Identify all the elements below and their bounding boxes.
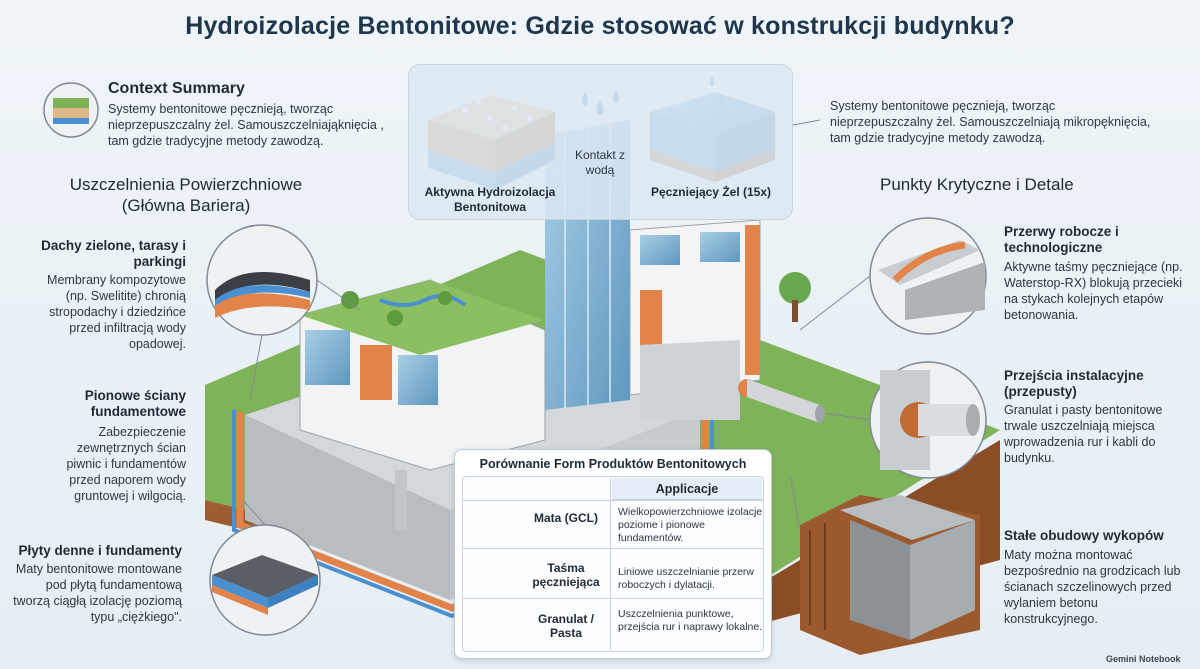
active-waterproofing-label: Aktywna Hydroizolacja Bentonitowa [424,185,556,214]
context-text-right: Systemy bentonitowe pęcznieją, tworząc n… [830,99,1151,145]
item-penetrations-text: Granulat i pasty bentonitowe trwale uszc… [1004,403,1163,465]
comparison-row-divider [462,548,764,549]
table-row-desc: Wielkopowierzchniowe izolacje poziome i … [618,506,763,545]
item-shoring-heading: Stałe obudowy wykopów [1004,528,1164,543]
item-foundation-walls-text: Zabezpieczenie zewnętrznych ścian piwnic… [66,425,186,503]
comparison-column-header: Applicacje [655,482,719,496]
item-shoring-text: Maty można montować bezpośrednio na grod… [1004,548,1181,626]
detail-circle-roof [206,224,361,336]
section-critical-points: Punkty Krytyczne i Detale [880,175,1074,194]
context-heading: Context Summary [108,80,245,97]
item-work-joints-text: Aktywne taśmy pęczniejące (np. Waterstop… [1004,260,1183,322]
section-surface-seals: Uszczelnienia Powierzchniowe (Główna Bar… [69,175,303,216]
table-row-name: Mata (GCL) [534,511,598,525]
left-building [299,279,546,530]
table-row-name: Granulat / Pasta [537,612,594,641]
comparison-row-divider [462,598,764,599]
swelling-process-panel [408,64,793,220]
comparison-row-divider [462,500,764,501]
detail-circle-penetration [804,361,987,479]
item-base-slabs-text: Maty bentonitowe montowane pod płytą fun… [13,562,182,624]
item-foundation-walls-heading: Pionowe ściany fundamentowe [84,388,186,420]
page-title: Hydroizolacje Bentonitowe: Gdzie stosowa… [185,12,1015,40]
swelling-gel-label: Pęczniejący Żel (15x) [650,185,772,199]
connector-lines [242,119,821,526]
comparison-table [462,476,764,652]
table-row-desc: Liniowe uszczelnianie przerw roboczych i… [618,566,754,592]
sheet-pile-illustration [789,474,980,655]
item-penetrations-heading: Przejścia instalacyjne (przepusty) [1004,368,1144,400]
context-icon-slot [44,83,98,137]
table-row-desc: Uszczelnienia punktowe, przejścia rur i … [618,608,763,634]
detail-circle-slab [209,524,321,636]
context-summary-icon [43,82,99,138]
table-row-name: Taśma pęczniejąca [532,561,600,590]
item-green-roofs-text: Membrany kompozytowe (np. Swelitite) chr… [47,273,186,351]
context-text: Systemy bentonitowe pęcznieją, tworząc n… [108,102,384,148]
item-green-roofs-heading: Dachy zielone, tarasy i parkingi [41,238,186,270]
comparison-title: Porównanie Form Produktów Bentonitowych [479,457,747,471]
comparison-column-header-bg [612,478,762,500]
footer-logo: Gemini Notebook [1106,654,1181,664]
item-base-slabs-heading: Płyty denne i fundamenty [18,543,182,558]
water-contact-label: Kontakt z wodą [574,148,626,177]
pipe-illustration [738,379,825,423]
detail-circle-joint [799,217,987,335]
comparison-divider [610,478,611,650]
right-building [629,219,811,420]
item-work-joints-heading: Przerwy robocze i technologiczne [1004,224,1119,256]
